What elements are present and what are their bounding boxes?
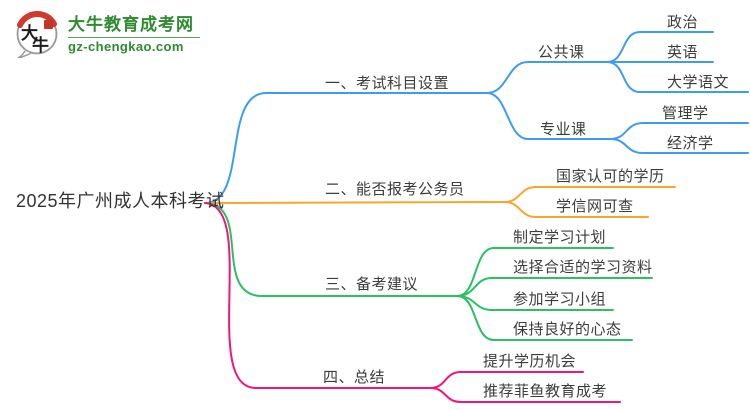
node-study-materials: 选择合适的学习资料 xyxy=(513,259,653,276)
logo-text-block: 大牛教育成考网 gz-chengkao.com xyxy=(68,15,200,54)
branch-study-tips-connectors xyxy=(204,202,653,341)
node-state-recognized-degree: 国家认可的学历 xyxy=(556,168,665,185)
daniu-bull-speech-bubble-icon: 大 牛 xyxy=(16,11,58,58)
node-english: 英语 xyxy=(667,44,699,61)
node-study-plan: 制定学习计划 xyxy=(513,229,607,246)
logo-title: 大牛教育成考网 xyxy=(68,15,194,34)
node-xuexin-verifiable: 学信网可查 xyxy=(556,198,634,215)
branch-exam-subjects-label: 一、考试科目设置 xyxy=(325,75,450,92)
branch-civil-servant-label: 二、能否报考公务员 xyxy=(325,181,465,198)
branch-civil-servant-connectors xyxy=(204,186,676,218)
node-economics: 经济学 xyxy=(667,135,714,152)
node-politics: 政治 xyxy=(667,14,699,31)
branch-study-tips-label: 三、备考建议 xyxy=(325,276,419,293)
node-management: 管理学 xyxy=(662,105,709,122)
logo-domain: gz-chengkao.com xyxy=(68,39,184,54)
node-improve-degree-opportunity: 提升学历机会 xyxy=(483,353,577,370)
branch-exam-subjects-connectors xyxy=(204,31,749,204)
node-college-chinese: 大学语文 xyxy=(667,74,730,91)
central-topic: 2025年广州成人本科考试 xyxy=(16,191,225,211)
svg-text:大: 大 xyxy=(21,23,38,44)
node-study-group: 参加学习小组 xyxy=(513,291,607,308)
branch-summary-label: 四、总结 xyxy=(323,369,386,386)
branch-summary-connectors xyxy=(204,202,621,403)
svg-text:牛: 牛 xyxy=(32,35,49,56)
node-recommend-feiyu: 推荐菲鱼教育成考 xyxy=(483,383,608,400)
site-logo[interactable]: 大 牛 大牛教育成考网 gz-chengkao.com xyxy=(14,11,200,58)
node-public-courses: 公共课 xyxy=(538,44,585,61)
logo-divider xyxy=(68,37,200,38)
node-major-courses: 专业课 xyxy=(540,121,587,138)
node-good-mindset: 保持良好的心态 xyxy=(513,321,622,338)
